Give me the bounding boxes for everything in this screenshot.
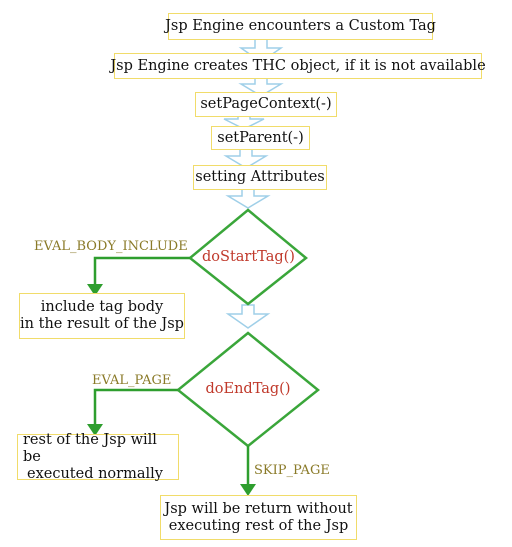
result-return-without-line-2: executing rest of the Jsp <box>168 517 349 534</box>
branch-label-skip-page: SKIP_PAGE <box>254 463 330 478</box>
step-set-parent-label: setParent(-) <box>217 129 304 146</box>
step-create-label: Jsp Engine creates THC object, if it is … <box>110 57 486 74</box>
decision-diamond-start <box>188 208 308 306</box>
step-set-attributes: setting Attributes <box>193 165 327 190</box>
branch-label-eval-body-include: EVAL_BODY_INCLUDE <box>34 239 188 254</box>
branch-arrow-eval-page <box>93 388 178 430</box>
result-include-body-line-1: include tag body <box>40 299 164 315</box>
result-rest-normal-line-1: rest of the Jsp will be <box>23 431 157 465</box>
branch-arrow-eval-body-include <box>93 256 190 290</box>
result-rest-normal: rest of the Jsp will be executed normall… <box>17 431 179 482</box>
branch-label-eval-page: EVAL_PAGE <box>92 373 172 388</box>
result-return-without: Jsp will be return without executing res… <box>160 495 357 540</box>
result-rest-normal-line-2: executed normally <box>27 465 163 482</box>
step-encounter: Jsp Engine encounters a Custom Tag <box>165 13 436 40</box>
branch-arrowhead-eval-page <box>87 424 103 436</box>
step-set-page-context-label: setPageContext(-) <box>200 96 332 112</box>
decision-end-label: doEndTag() <box>205 381 291 397</box>
flow-arrow-5 <box>225 187 271 209</box>
step-set-attributes-label: setting Attributes <box>195 169 325 185</box>
result-include-body-line-2: in the result of the Jsp <box>20 316 184 332</box>
flow-arrow-2 <box>238 77 284 97</box>
flow-arrow-6 <box>225 304 271 329</box>
result-return-without-line-1: Jsp will be return without <box>164 500 353 517</box>
branch-arrowhead-eval-body-include <box>87 284 103 296</box>
result-include-body: include tag body in the result of the Js… <box>19 293 185 339</box>
step-encounter-label: Jsp Engine encounters a Custom Tag <box>165 18 436 34</box>
decision-start-label: doStartTag() <box>202 249 295 265</box>
step-create: Jsp Engine creates THC object, if it is … <box>110 53 486 79</box>
step-set-parent: setParent(-) <box>211 126 310 150</box>
step-set-page-context: setPageContext(-) <box>195 92 337 117</box>
branch-arrowhead-skip-page <box>240 484 256 496</box>
